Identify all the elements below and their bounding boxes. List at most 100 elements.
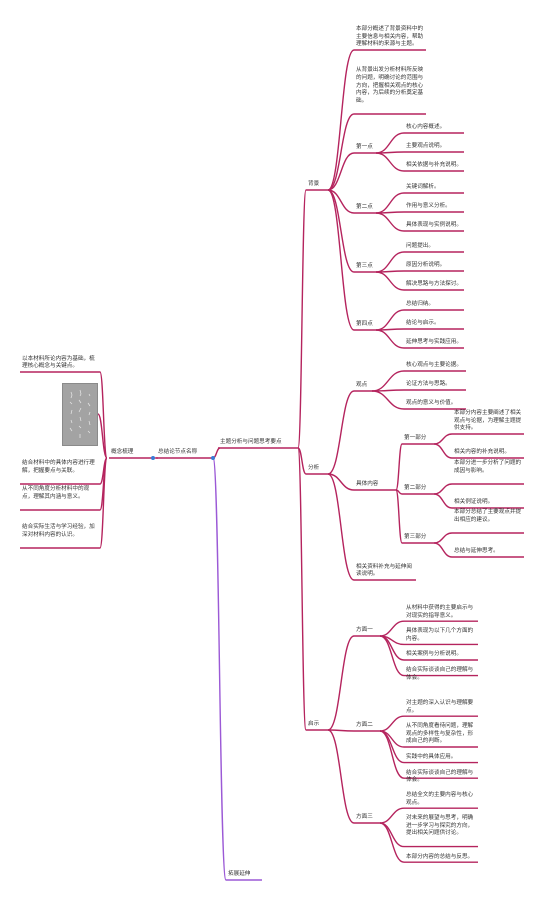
connector-line [375,132,405,154]
connector-line [375,152,405,172]
connector-line [375,309,405,331]
connector-line [395,443,403,491]
subgroup-node[interactable]: 第二部分 [404,485,427,492]
leaf-node[interactable]: 结论与启示。 [406,320,440,327]
leaf-node[interactable]: 解决思路与方法探讨。 [406,281,462,288]
connector-line [379,620,405,637]
leaf-node[interactable]: 结合实际谈谈自己的理解与体会。 [406,667,474,681]
connector-line [433,433,453,445]
root-dot [211,456,215,460]
left-dot [151,456,155,460]
note-node[interactable]: 本部分概述了背景资料中的主要信息与相关内容，帮助理解材料的来源与主题。 [356,26,424,48]
connector-line [327,189,355,331]
connector-line [379,822,405,863]
connector-line [433,532,453,544]
leaf-node[interactable]: 相关案例与分析说明。 [406,651,462,658]
connector-line [375,212,405,232]
group-node[interactable]: 第二点 [356,204,373,211]
connector-line [99,457,108,549]
connector-line [379,807,405,824]
leaf-node[interactable]: 从材料中获得的主要启示与对现实的指导意义。 [406,605,474,619]
purple-branch-node[interactable]: 拓展延伸 [228,871,251,878]
left-item[interactable]: 结合实际生活与学习经验，加深对材料内容的认识。 [22,524,95,538]
leaf-node[interactable]: 对未来的展望与思考，明确进一步学习与探究的方向，提出相关问题供讨论。 [406,815,474,837]
group-node[interactable]: 方面三 [356,814,373,821]
leaf-node[interactable]: 本部分总结了主要观点并提出相应的建议。 [454,509,522,523]
leaf-node[interactable]: 结合实际谈谈自己的理解与体会。 [406,769,474,784]
note-node[interactable]: 从背景出发分析材料所反映的问题，明确讨论的范围与方向，把握相关观点的核心内容，为… [356,67,424,104]
leaf-node[interactable]: 本部分内容的总结与反思。 [406,853,474,860]
subgroup-node[interactable]: 第三部分 [404,534,427,541]
connector-line [297,189,307,449]
manuscript-icon [63,384,97,445]
leaf-node[interactable]: 具体表现与实例说明。 [406,222,462,229]
connector-line [99,371,108,459]
left-branch-node[interactable]: 概念梳理 [111,449,134,456]
leaf-node[interactable]: 相关依据与补充说明。 [406,162,462,169]
leaf-node[interactable]: 具体表现为以下几个方面的内容。 [406,628,474,642]
leaf-node[interactable]: 原因分析说明。 [406,262,446,269]
leaf-node[interactable]: 本部分进一步分析了问题的成因与影响。 [454,460,522,474]
connector-line [297,447,307,475]
connector-line [212,457,227,881]
connector-line [379,635,405,677]
leaf-node[interactable]: 延伸思考与实践应用。 [406,339,462,346]
group-node[interactable]: 第三点 [356,263,373,270]
group-node[interactable]: 观点 [356,382,368,389]
connector-line [327,390,355,475]
connector-line [433,542,453,558]
leaf-node[interactable]: 本部分内容主要阐述了相关观点与论据，为理解主题提供支持。 [454,410,522,432]
connector-line [327,473,355,491]
connector-line [297,447,307,731]
connector-line [379,730,405,779]
connector-line [327,635,355,731]
leaf-node[interactable]: 相关例证说明。 [454,499,494,506]
leaf-node[interactable]: 总结全文的主要内容与核心观点。 [406,792,474,806]
section-node[interactable]: 启示 [308,721,320,728]
group-node[interactable]: 具体内容 [356,481,379,488]
leaf-node[interactable]: 对主题的深入认识与理解要点。 [406,700,474,714]
section-node[interactable]: 分析 [308,465,320,472]
leaf-node[interactable]: 总结与延伸思考。 [454,548,499,555]
connector-line [327,473,355,581]
main-branch-node[interactable]: 主题分析与问题思考要点 [220,439,282,446]
leaf-node[interactable]: 观点的意义与价值。 [406,400,457,407]
leaf-node[interactable]: 论证方法与思路。 [406,381,451,388]
left-item[interactable]: 从不同角度分析材料中的观点，理解其内涵与意义。 [22,486,90,500]
leaf-node[interactable]: 问题提出。 [406,243,434,250]
connector-line [395,489,403,544]
connector-line [327,729,355,824]
leaf-node[interactable]: 作用与意义分析。 [406,203,451,210]
connector-line [375,251,405,273]
left-item[interactable]: 以本材料所论内容为基础，梳理核心概念与关键点。 [22,355,95,370]
leaf-node[interactable]: 关键词解析。 [406,184,440,191]
leaf-node[interactable]: 核心观点与主要论据。 [406,362,462,369]
leaf-node[interactable]: 实践中的具体应用。 [406,754,457,760]
leaf-node[interactable]: 相关内容的补充说明。 [454,449,510,456]
group-node[interactable]: 第四点 [356,321,373,328]
leaf-node[interactable]: 从不同角度看待问题，理解观点的多样性与复杂性，形成自己的判断。 [406,723,474,745]
subgroup-node[interactable]: 第一部分 [404,435,427,442]
group-node[interactable]: 方面一 [356,627,373,634]
connector-line [97,413,108,459]
root-node[interactable]: 总结论节点名称 [158,449,198,456]
connector-line [327,729,355,732]
connector-line [327,189,355,273]
group-node[interactable]: 方面二 [356,722,373,729]
section-node[interactable]: 背景 [308,181,320,188]
connector-line [375,271,405,291]
leaf-node[interactable]: 核心内容概述。 [406,124,446,131]
connector-line [433,493,453,509]
connector-line [371,390,405,410]
connector-line [433,483,453,495]
left-item[interactable]: 结合材料中的具体内容进行理解，把握要点与关联。 [22,460,95,474]
connector-line [371,370,405,392]
connector-line [327,113,355,191]
note-node[interactable]: 相关资料补充与延伸阅读说明。 [356,563,412,578]
connector-line [379,715,405,732]
connector-line [375,329,405,349]
group-node[interactable]: 第一点 [356,144,373,151]
leaf-node[interactable]: 总结归纳。 [406,301,434,308]
leaf-node[interactable]: 主要观点说明。 [406,143,446,150]
